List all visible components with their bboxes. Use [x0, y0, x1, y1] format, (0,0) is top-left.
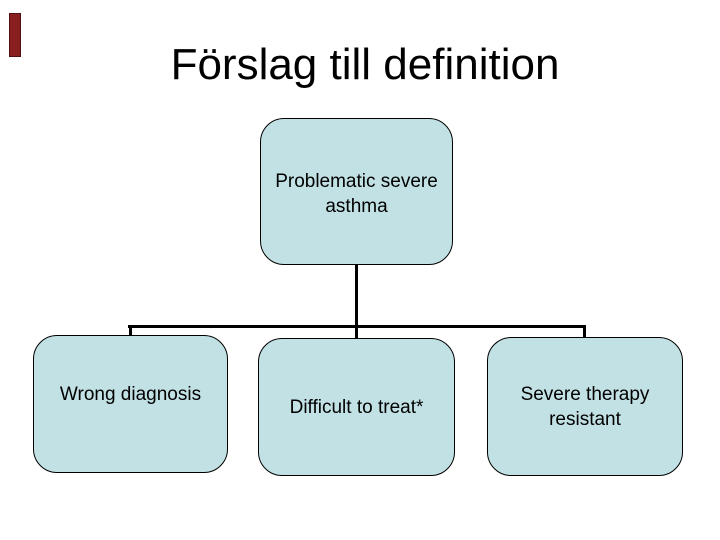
corner-accent-bar: [9, 13, 21, 57]
diagram-node-severe-therapy-resistant: Severe therapy resistant: [487, 337, 683, 476]
diagram-node-difficult-to-treat-label: Difficult to treat*: [289, 396, 424, 418]
diagram-node-wrong-diagnosis: Wrong diagnosis: [33, 335, 228, 473]
connector-left-stub: [129, 327, 132, 336]
diagram-node-root: Problematic severe asthma: [260, 118, 453, 265]
connector-root-vertical: [355, 264, 358, 340]
slide-title: Förslag till definition: [170, 40, 560, 89]
diagram-node-wrong-diagnosis-label: Wrong diagnosis: [59, 383, 202, 405]
diagram-node-severe-therapy-resistant-label: Severe therapy resistant: [520, 383, 650, 430]
diagram-node-root-label: Problematic severe asthma: [275, 170, 438, 217]
diagram-node-difficult-to-treat: Difficult to treat*: [258, 338, 455, 476]
connector-horizontal: [128, 325, 586, 328]
connector-right-stub: [583, 327, 586, 338]
